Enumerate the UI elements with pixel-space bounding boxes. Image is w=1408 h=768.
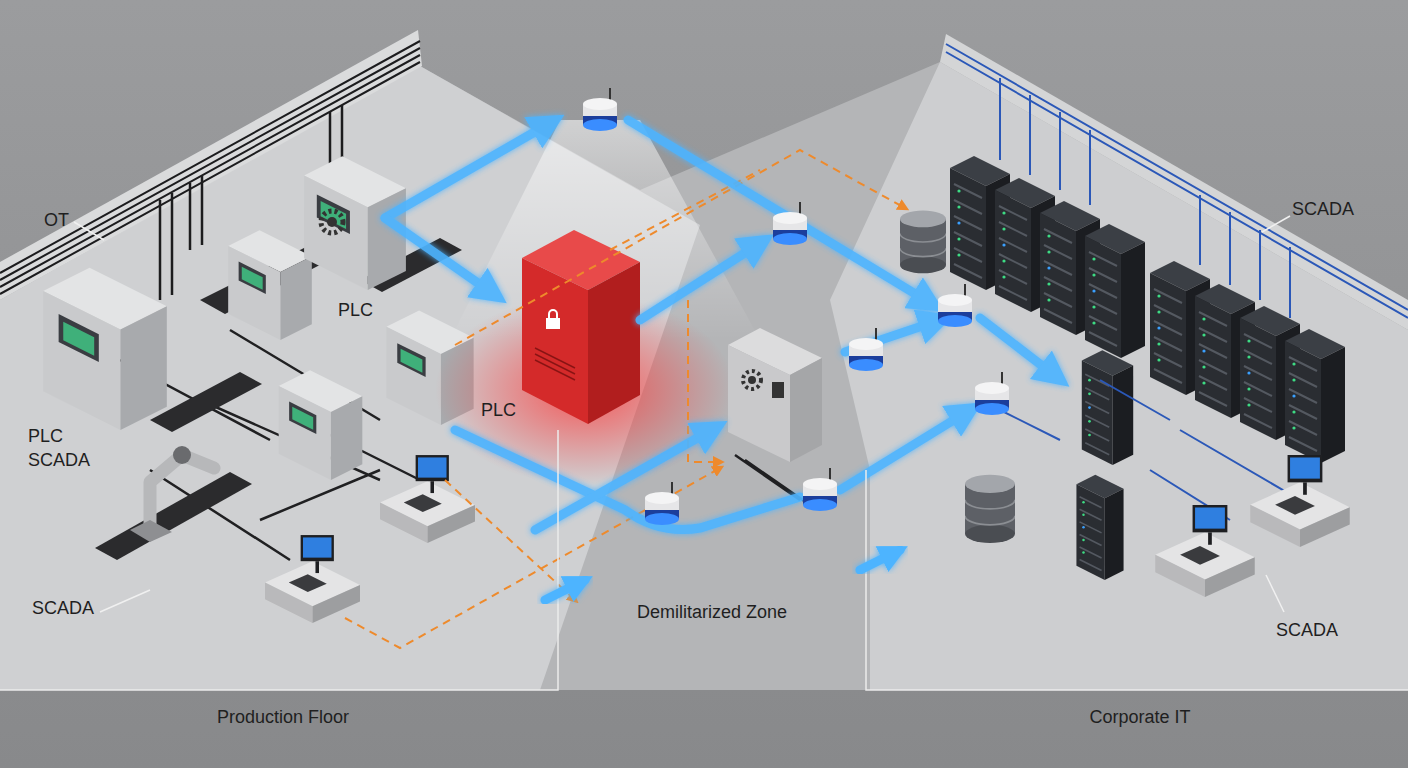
leader-line bbox=[1262, 216, 1290, 232]
wall-cables bbox=[0, 41, 420, 294]
cnc-machine bbox=[43, 268, 167, 430]
network-router bbox=[773, 202, 807, 245]
dmz-server-front bbox=[728, 345, 790, 462]
zone-title: Demilitarized Zone bbox=[572, 601, 852, 623]
callout-label: PLC bbox=[481, 398, 531, 422]
zone-title: Corporate IT bbox=[1000, 706, 1280, 728]
traffic-arrow bbox=[535, 428, 715, 530]
traffic-arrow bbox=[640, 242, 762, 320]
callout-label: PLC bbox=[338, 298, 388, 322]
callout-label: SCADA bbox=[1276, 618, 1356, 642]
gear-icon bbox=[327, 217, 337, 227]
office-workstation bbox=[1250, 455, 1349, 547]
database bbox=[900, 211, 946, 274]
plc-cabinet bbox=[228, 230, 312, 340]
data-flow-dashed bbox=[445, 480, 575, 600]
traffic-connector bbox=[545, 580, 585, 600]
zone-title: Production Floor bbox=[143, 706, 423, 728]
traffic-arrow bbox=[385, 218, 495, 295]
leader-line bbox=[100, 590, 150, 612]
panel-icon bbox=[772, 382, 784, 398]
firewall-front bbox=[522, 258, 588, 424]
dmz-server-side bbox=[790, 358, 822, 462]
leader-line bbox=[74, 222, 104, 240]
network-router bbox=[803, 468, 837, 511]
conveyor bbox=[95, 472, 252, 560]
leader-line bbox=[1266, 575, 1284, 612]
scada-workstation bbox=[265, 535, 360, 623]
gear-icon bbox=[743, 371, 761, 389]
callout-label: SCADA bbox=[1292, 197, 1372, 221]
traffic-arrow bbox=[840, 410, 970, 490]
traffic-arrow bbox=[980, 318, 1058, 378]
ot-wall bbox=[0, 30, 422, 300]
callout-label: SCADA bbox=[32, 596, 112, 620]
traffic-arrow bbox=[628, 120, 932, 304]
office-workstation bbox=[1155, 505, 1254, 597]
traffic-arrow bbox=[385, 122, 552, 218]
operator-workstation bbox=[380, 455, 475, 543]
database bbox=[965, 475, 1015, 543]
zone-bracket bbox=[0, 430, 558, 690]
robot-base bbox=[130, 520, 172, 542]
zone-bracket bbox=[866, 470, 1408, 690]
lock-icon bbox=[549, 310, 557, 318]
firewall-side bbox=[588, 262, 640, 424]
network-router bbox=[849, 328, 883, 371]
network-router bbox=[645, 482, 679, 525]
zone-band: Demilitarized Zone bbox=[585, 150, 860, 690]
robot-joint bbox=[173, 446, 191, 464]
firewall-vents bbox=[535, 348, 575, 380]
lock-icon bbox=[546, 318, 560, 329]
plc-cabinet bbox=[279, 370, 363, 480]
server-unit bbox=[1082, 350, 1133, 465]
gear-icon bbox=[321, 211, 343, 233]
server-rack bbox=[1285, 329, 1345, 463]
zone-band: Production Floor bbox=[0, 60, 545, 690]
server-unit bbox=[1076, 475, 1123, 580]
network-router bbox=[975, 372, 1009, 415]
robot-arm bbox=[150, 455, 214, 525]
it-floor-cables bbox=[1000, 380, 1300, 520]
callout-label: OT bbox=[44, 208, 84, 232]
gear-icon bbox=[748, 376, 756, 384]
traffic-flows bbox=[385, 120, 1058, 530]
zone-band: Corporate IT bbox=[900, 60, 1408, 690]
network-router bbox=[583, 88, 617, 131]
callout-label: PLC SCADA bbox=[28, 424, 100, 472]
server-rack bbox=[1085, 224, 1145, 358]
traffic-connector bbox=[860, 550, 900, 570]
network-router bbox=[938, 284, 972, 327]
